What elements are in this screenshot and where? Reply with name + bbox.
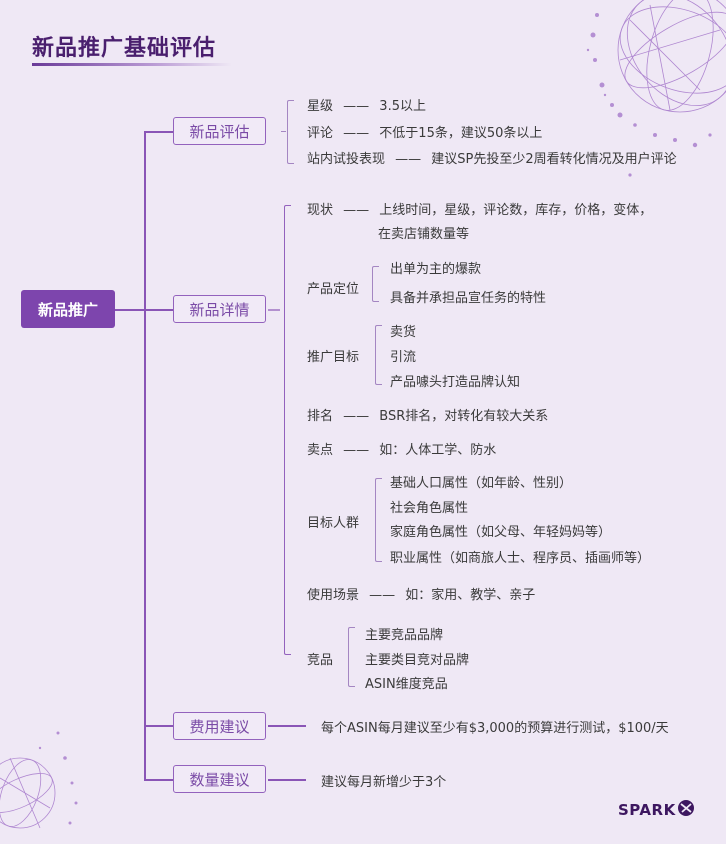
connector-root — [115, 309, 145, 311]
competitor-item: ASIN维度竞品 — [365, 677, 448, 692]
item-value: 上线时间，星级，评论数，库存，价格，变体， — [379, 203, 653, 218]
item-value: 不低于15条，建议50条以上 — [379, 126, 543, 141]
connector-budget — [144, 725, 173, 727]
positioning-item: 具备并承担品宣任务的特性 — [390, 291, 547, 306]
separator: —— — [343, 409, 370, 424]
brand-logo: SPARK — [618, 800, 695, 819]
bracket-competitors — [348, 627, 355, 687]
audience-item: 基础人口属性（如年龄、性别） — [390, 476, 573, 491]
item-value: 3.5以上 — [379, 99, 426, 114]
item-value: 建议SP先投至少2周看转化情况及用户评论 — [431, 152, 677, 167]
bracket-audience — [375, 478, 382, 562]
separator: —— — [343, 443, 370, 458]
separator: —— — [343, 99, 370, 114]
bracket-positioning — [372, 266, 379, 302]
detail-positioning-label: 产品定位 — [307, 282, 360, 297]
bracket-tick — [281, 131, 286, 133]
connector-evaluation — [144, 131, 173, 133]
spark-logo-icon — [677, 800, 694, 816]
separator: —— — [369, 588, 396, 603]
eval-item-rating: 星级 —— 3.5以上 — [307, 95, 426, 114]
detail-status: 现状 —— 上线时间，星级，评论数，库存，价格，变体， — [307, 199, 652, 218]
detail-goals-label: 推广目标 — [307, 350, 360, 365]
node-details[interactable]: 新品详情 — [173, 295, 266, 323]
bracket-evaluation — [287, 100, 294, 164]
detail-status-line2: 在卖店铺数量等 — [378, 227, 470, 242]
bracket-goals — [375, 325, 382, 385]
competitor-item: 主要竞品品牌 — [365, 628, 444, 643]
quantity-value: 建议每月新增少于3个 — [321, 775, 447, 790]
item-label: 排名 — [307, 409, 334, 424]
separator: —— — [343, 126, 370, 141]
audience-item: 家庭角色属性（如父母、年轻妈妈等） — [390, 525, 612, 540]
goal-item: 产品噱头打造品牌认知 — [390, 375, 521, 390]
item-value: BSR排名，对转化有较大关系 — [379, 409, 549, 424]
goal-item: 引流 — [390, 350, 417, 365]
item-label: 星级 — [307, 99, 334, 114]
brand-logo-text: SPARK — [618, 801, 676, 819]
separator: —— — [343, 203, 370, 218]
item-label: 站内试投表现 — [307, 152, 386, 167]
title-underline — [32, 63, 232, 66]
positioning-item: 出单为主的爆款 — [390, 262, 482, 277]
connector-quantity-out — [268, 779, 306, 781]
node-budget[interactable]: 费用建议 — [173, 712, 266, 740]
item-label: 现状 — [307, 203, 334, 218]
item-value: 如：人体工学、防水 — [379, 443, 497, 458]
item-label: 评论 — [307, 126, 334, 141]
goal-item: 卖货 — [390, 325, 417, 340]
connector-quantity — [144, 779, 173, 781]
bracket-details — [284, 205, 291, 655]
node-quantity[interactable]: 数量建议 — [173, 765, 266, 793]
connector-details-out — [268, 309, 280, 311]
page-title: 新品推广基础评估 — [32, 36, 217, 61]
separator: —— — [395, 152, 422, 167]
detail-audience-label: 目标人群 — [307, 516, 360, 531]
connector-budget-out — [268, 725, 306, 727]
eval-item-trial: 站内试投表现 —— 建议SP先投至少2周看转化情况及用户评论 — [307, 148, 677, 167]
detail-selling-points: 卖点 —— 如：人体工学、防水 — [307, 439, 496, 458]
detail-competitors-label: 竞品 — [307, 653, 334, 668]
competitor-item: 主要类目竞对品牌 — [365, 653, 470, 668]
audience-item: 社会角色属性 — [390, 501, 469, 516]
audience-item: 职业属性（如商旅人士、程序员、插画师等） — [390, 551, 651, 566]
root-node[interactable]: 新品推广 — [21, 290, 115, 328]
budget-value: 每个ASIN每月建议至少有$3,000的预算进行测试，$100/天 — [321, 721, 669, 736]
connector-details — [144, 309, 173, 311]
item-label: 卖点 — [307, 443, 334, 458]
item-value: 如：家用、教学、亲子 — [405, 588, 536, 603]
detail-ranking: 排名 —— BSR排名，对转化有较大关系 — [307, 405, 548, 424]
detail-scenarios: 使用场景 —— 如：家用、教学、亲子 — [307, 584, 535, 603]
eval-item-reviews: 评论 —— 不低于15条，建议50条以上 — [307, 122, 542, 141]
item-label: 使用场景 — [307, 588, 360, 603]
node-evaluation[interactable]: 新品评估 — [173, 117, 266, 145]
connector-spine — [144, 131, 146, 780]
globe-decoration-bottom-left — [0, 731, 78, 829]
